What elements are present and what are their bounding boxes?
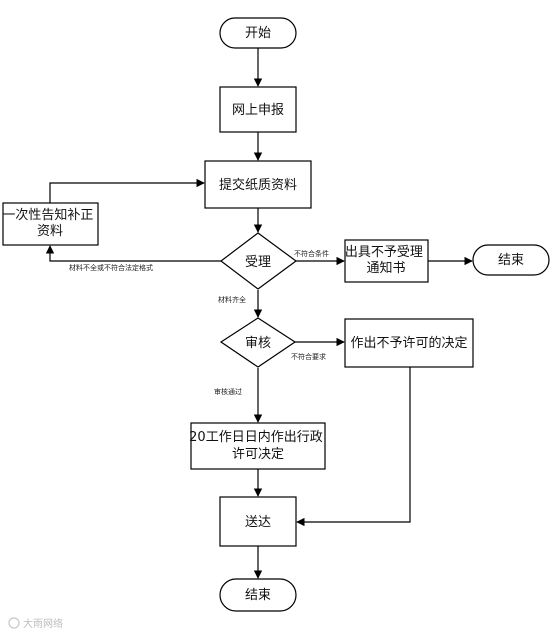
edge-label-review-passed: 审核通过 [214, 387, 242, 396]
end-right-label: 结束 [498, 253, 524, 268]
notify-once-box: 一次性告知补正 资料 [2, 202, 99, 246]
not-accept-notice-box: 出具不予受理 通知书 [344, 239, 429, 283]
watermark: 大雨网络 [8, 617, 63, 630]
submit-paper-box: 提交纸质资料 [204, 160, 312, 209]
edge-label-not-meet-requirements: 不符合要求 [291, 352, 326, 361]
edge-notify-to-submit [49, 178, 205, 203]
decision-20-label: 20工作日日内作出行政 许可决定 [189, 429, 327, 462]
watermark-text: 大雨网络 [23, 617, 63, 630]
notify-once-line-1: 一次性告知补正 [2, 207, 93, 223]
review-label: 审核 [245, 336, 271, 351]
not-accept-notice-line-2: 通知书 [366, 260, 405, 276]
not-permit-box: 作出不予许可的决定 [344, 318, 474, 368]
end-terminal-bottom: 结束 [219, 578, 297, 612]
end-bottom-label: 结束 [245, 588, 271, 603]
edge-label-not-meet-conditions: 不符合条件 [294, 249, 329, 258]
deliver-box: 送达 [219, 496, 297, 547]
not-accept-notice-label: 出具不予受理 通知书 [345, 245, 427, 276]
review-decision: 审核 [219, 317, 297, 368]
edge-notpermit-to-deliver [296, 367, 411, 527]
notify-once-line-2: 资料 [37, 224, 63, 239]
decision-20-line-2: 许可决定 [232, 447, 284, 462]
online-apply-label: 网上申报 [232, 103, 284, 118]
edge-accept-to-notify [45, 245, 221, 262]
not-permit-line: 作出不予许可的决定 [350, 335, 467, 351]
start-terminal: 开始 [219, 17, 297, 49]
decision-20-box: 20工作日日内作出行政 许可决定 [189, 422, 327, 470]
end-terminal-right: 结束 [472, 244, 550, 276]
start-label: 开始 [245, 26, 271, 41]
edge-label-complete: 材料齐全 [218, 295, 246, 304]
decision-20-line-1: 20工作日日内作出行政 [189, 429, 323, 445]
accept-label: 受理 [245, 255, 271, 270]
submit-paper-label: 提交纸质资料 [219, 177, 297, 193]
submit-paper-label-line: 提交纸质资料 [219, 177, 297, 193]
online-apply-box: 网上申报 [219, 86, 297, 133]
edge-label-incomplete: 材料不全或不符合法定格式 [69, 263, 153, 272]
not-permit-label: 作出不予许可的决定 [350, 335, 467, 351]
deliver-label: 送达 [245, 515, 271, 530]
accept-decision: 受理 [220, 232, 298, 290]
notify-once-label: 一次性告知补正 资料 [2, 207, 97, 239]
not-accept-notice-line-1: 出具不予受理 [345, 245, 423, 260]
